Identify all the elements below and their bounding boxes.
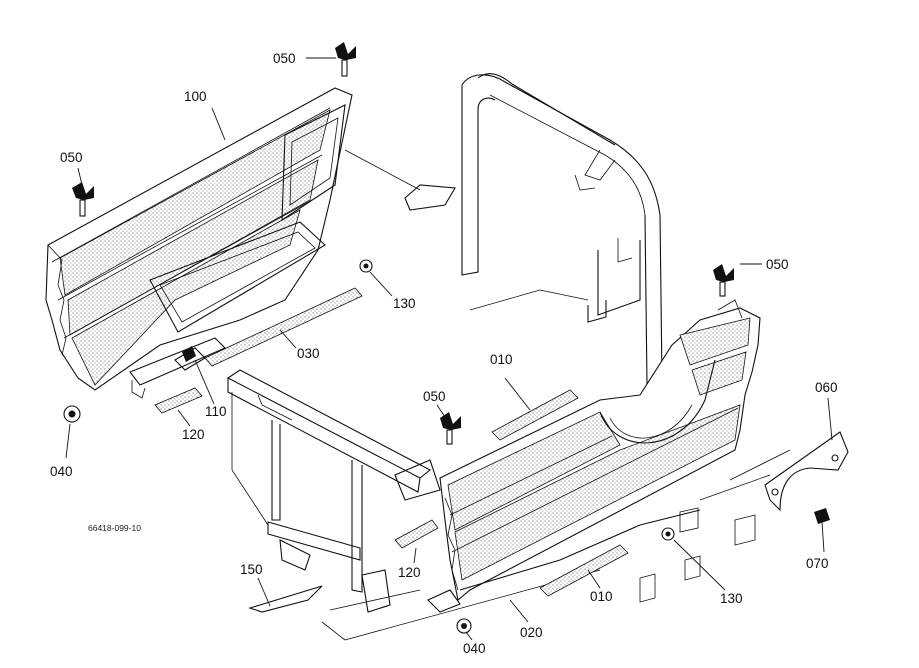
callout-040-bottom: 040 [463, 641, 486, 656]
callout-130-left: 130 [393, 296, 416, 311]
callout-110: 110 [205, 404, 227, 419]
leader-lines [65, 57, 833, 641]
callout-130-right: 130 [720, 591, 743, 606]
callout-060: 060 [815, 380, 838, 395]
figure-code: 66418-099-10 [88, 523, 141, 533]
callout-050-mid: 050 [423, 389, 446, 404]
callout-020: 020 [520, 625, 543, 640]
left-fender [45, 87, 353, 399]
callout-050-right: 050 [766, 257, 789, 272]
callout-040-left: 040 [50, 464, 73, 479]
right-fender [427, 299, 761, 613]
callout-010-top: 010 [490, 352, 513, 367]
rear-frame [344, 73, 663, 386]
small-parts [63, 42, 849, 634]
callout-010-bottom: 010 [590, 589, 613, 604]
callouts: 050 100 050 050 130 030 010 050 060 110 … [50, 51, 838, 656]
callout-050-top: 050 [273, 51, 296, 66]
callout-070: 070 [806, 556, 829, 571]
callout-150: 150 [240, 562, 263, 577]
callout-100: 100 [184, 89, 207, 104]
callout-120-mid: 120 [398, 565, 421, 580]
callout-050-left: 050 [60, 150, 83, 165]
callout-120-left: 120 [182, 427, 205, 442]
callout-030: 030 [297, 346, 320, 361]
